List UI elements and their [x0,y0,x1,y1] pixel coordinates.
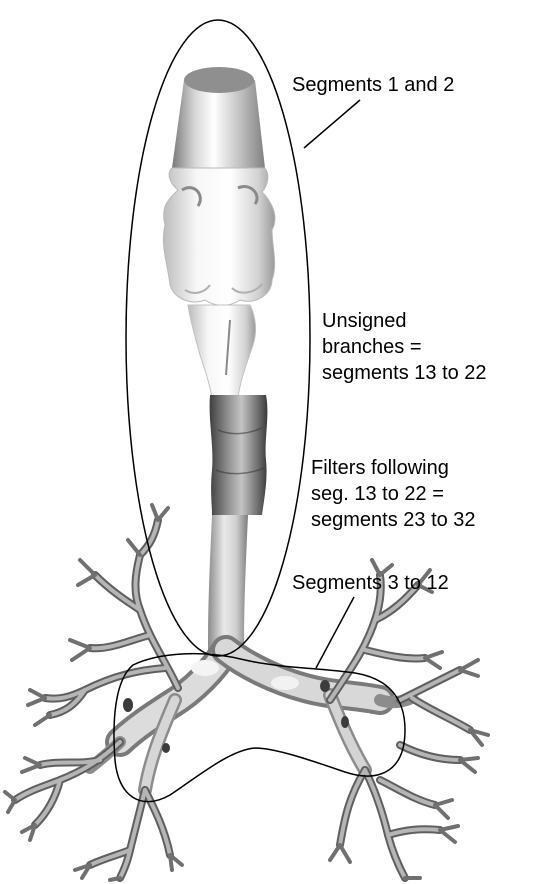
trachea-dark-section [210,395,268,515]
trachea-lower-section [208,515,248,650]
upper-cylinder [172,67,265,168]
label-filters-following-line-1: Filters following [311,455,476,481]
label-filters-following: Filters following seg. 13 to 22 = segmen… [311,455,476,533]
larynx-block [163,168,275,305]
label-segments-1-2: Segments 1 and 2 [292,72,454,98]
upper-trachea [188,305,256,398]
label-unsigned-branches-line-3: segments 13 to 22 [322,360,487,386]
label-segments-3-12: Segments 3 to 12 [292,570,449,596]
label-filters-following-line-3: segments 23 to 32 [311,507,476,533]
peripheral-branches [5,505,488,880]
label-unsigned-branches-line-2: branches = [322,334,487,360]
label-unsigned-branches-line-1: Unsigned [322,308,487,334]
leader-segments-1-2 [304,100,360,148]
label-unsigned-branches: Unsigned branches = segments 13 to 22 [322,308,487,386]
label-filters-following-line-2: seg. 13 to 22 = [311,481,476,507]
leader-segments-3-12 [316,597,354,668]
